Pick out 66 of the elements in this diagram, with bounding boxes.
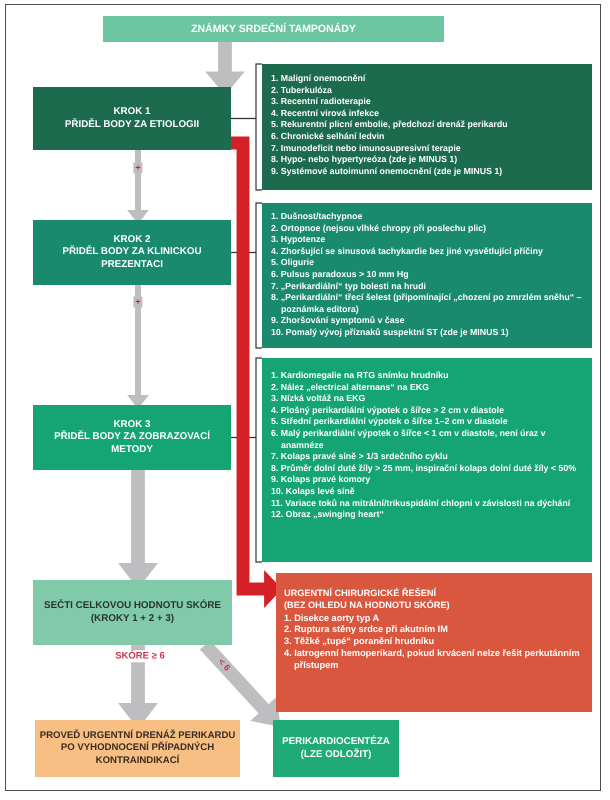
step-description: PŘIDĚL BODY ZA ETIOLOGII [64, 118, 200, 131]
list-item: 1. Kardiomegalie na RTG snímku hrudníku [271, 370, 448, 382]
list-item: 8. „Perikardiální“ třecí šelest (připomínající „chození po zmrzlém sněhu“ – poznámka editora) [271, 292, 582, 316]
list-item: 5. Oligurie [271, 257, 314, 269]
edge-label: + [133, 162, 143, 174]
list-item: 2. Tuberkulóza [271, 84, 332, 96]
list-item: 9. Kolaps pravé komory [271, 474, 370, 486]
list-item: 4. Zhoršující se sinusová tachykardie bez jiné vysvětlující příčiny [271, 246, 543, 258]
step-description: PŘIDĚL BODY ZA KLINICKOU PREZENTACI [61, 246, 203, 272]
step-heading: KROK 1 [113, 106, 151, 118]
list-item: 2. Ruptura stěny srdce při akutním IM [284, 624, 448, 636]
step-description: PŘIDĚL BODY ZA ZOBRAZOVACÍ METODY [53, 431, 211, 456]
score-box [33, 580, 232, 645]
list-item: 7. Kolaps pravé síně > 1/3 srdečního cyklu [271, 451, 448, 463]
surgery-panel [276, 573, 592, 712]
list-item: 2. Ortopnoe (nejsou vlhké chropy při poslechu plic) [271, 222, 486, 234]
box-label: SEČTI CELKOVOU HODNOTU SKÓRE [44, 600, 221, 612]
box-title: ZNÁMKY SRDEČNÍ TAMPONÁDY [191, 23, 356, 35]
list-item: 5. Střední perikardiální výpotek o šířce 1–2 cm v diastole [271, 416, 508, 428]
list-item: 12. Obraz „swinging heart“ [271, 509, 384, 521]
criteria-panel [262, 64, 592, 190]
box-label: PROVEĎ URGENTNÍ DRENÁŽ PERIKARDU PO VYHODNOCENÍ PŘÍPADNÝCH KONTRAINDIKACÍ [40, 730, 236, 768]
title-box [103, 16, 444, 42]
edge-label: + [133, 296, 143, 308]
list-item: 5. Rekurentní plicní embolie, předchozí drenáž perikardu [271, 119, 508, 131]
list-item: 1. Maligní onemocnění [271, 73, 366, 85]
panel-heading: URGENTNÍ CHIRURGICKÉ ŘEŠENÍ [284, 588, 436, 600]
box-label: PERIKARDIOCENTÉZA [282, 736, 390, 748]
step-heading: KROK 3 [113, 418, 151, 430]
list-item: 8. Průměr dolní duté žíly > 25 mm, inspirační kolaps dolní duté žíly < 50% [271, 462, 576, 474]
step-box [33, 405, 231, 470]
list-item: 3. Hypotenze [271, 234, 326, 246]
criteria-panel [262, 203, 592, 348]
list-item: 3. Recentní radioterapie [271, 96, 371, 108]
list-item: 1. Disekce aorty typ A [284, 612, 380, 624]
box-label: (KROKY 1 + 2 + 3) [90, 612, 174, 625]
action-box [35, 720, 240, 777]
edge-label: SKÓRE ≥ 6 [113, 650, 167, 662]
list-item: 4. Recentní virová infekce [271, 108, 380, 120]
list-item: 4. Iatrogenní hemoperikard, pokud krvácení nelze řešit perkutánním přístupem [284, 648, 581, 672]
list-item: 1. Dušnost/tachypnoe [271, 211, 363, 223]
list-item: 8. Hypo- nebo hypertyreóza (zde je MINUS 1) [271, 154, 458, 166]
list-item: 6. Chronické selhání ledvin [271, 130, 384, 143]
list-item: 6. Pulsus paradoxus > 10 mm Hg [271, 268, 409, 281]
list-item: 11. Variace toků na mitrální/trikuspidální chlopni v závislosti na dýchání [271, 498, 570, 510]
list-item: 7. Imunodeficit nebo imunosupresivní terapie [271, 142, 461, 154]
criteria-panel [262, 358, 592, 562]
step-heading: KROK 2 [113, 234, 151, 246]
list-item: 9. Systémové autoimunní onemocnění (zde je MINUS 1) [271, 166, 502, 178]
bracket-connector [230, 357, 263, 563]
panel-heading: (BEZ OHLEDU NA HODNOTU SKÓRE) [284, 600, 450, 612]
list-item: 2. Nález „electrical alternans“ na EKG [271, 382, 429, 394]
step-box [33, 220, 231, 285]
list-item: 10. Pomalý vývoj příznaků suspektní ST (zde je MINUS 1) [271, 326, 509, 339]
step-box [33, 87, 231, 150]
list-item: 3. Nízká voltáž na EKG [271, 393, 366, 405]
list-item: 4. Plošný perikardiální výpotek o šířce > 2 cm v diastole [271, 404, 504, 416]
bracket-connector [230, 202, 263, 349]
list-item: 6. Malý perikardiální výpotek o šířce < 1 cm v diastole, není úraz v anamnéze [271, 428, 547, 452]
list-item: 9. Zhoršování symptomů v čase [271, 315, 404, 327]
action-box [273, 720, 399, 777]
list-item: 3. Těžké „tupé“ poranění hrudníku [284, 636, 434, 648]
list-item: 10. Kolaps levé síně [271, 486, 355, 498]
bracket-connector [230, 63, 263, 191]
box-label: (LZE ODLOŽIT) [300, 748, 372, 761]
list-item: 7. „Perikardiální“ typ bolesti na hrudi [271, 280, 426, 292]
